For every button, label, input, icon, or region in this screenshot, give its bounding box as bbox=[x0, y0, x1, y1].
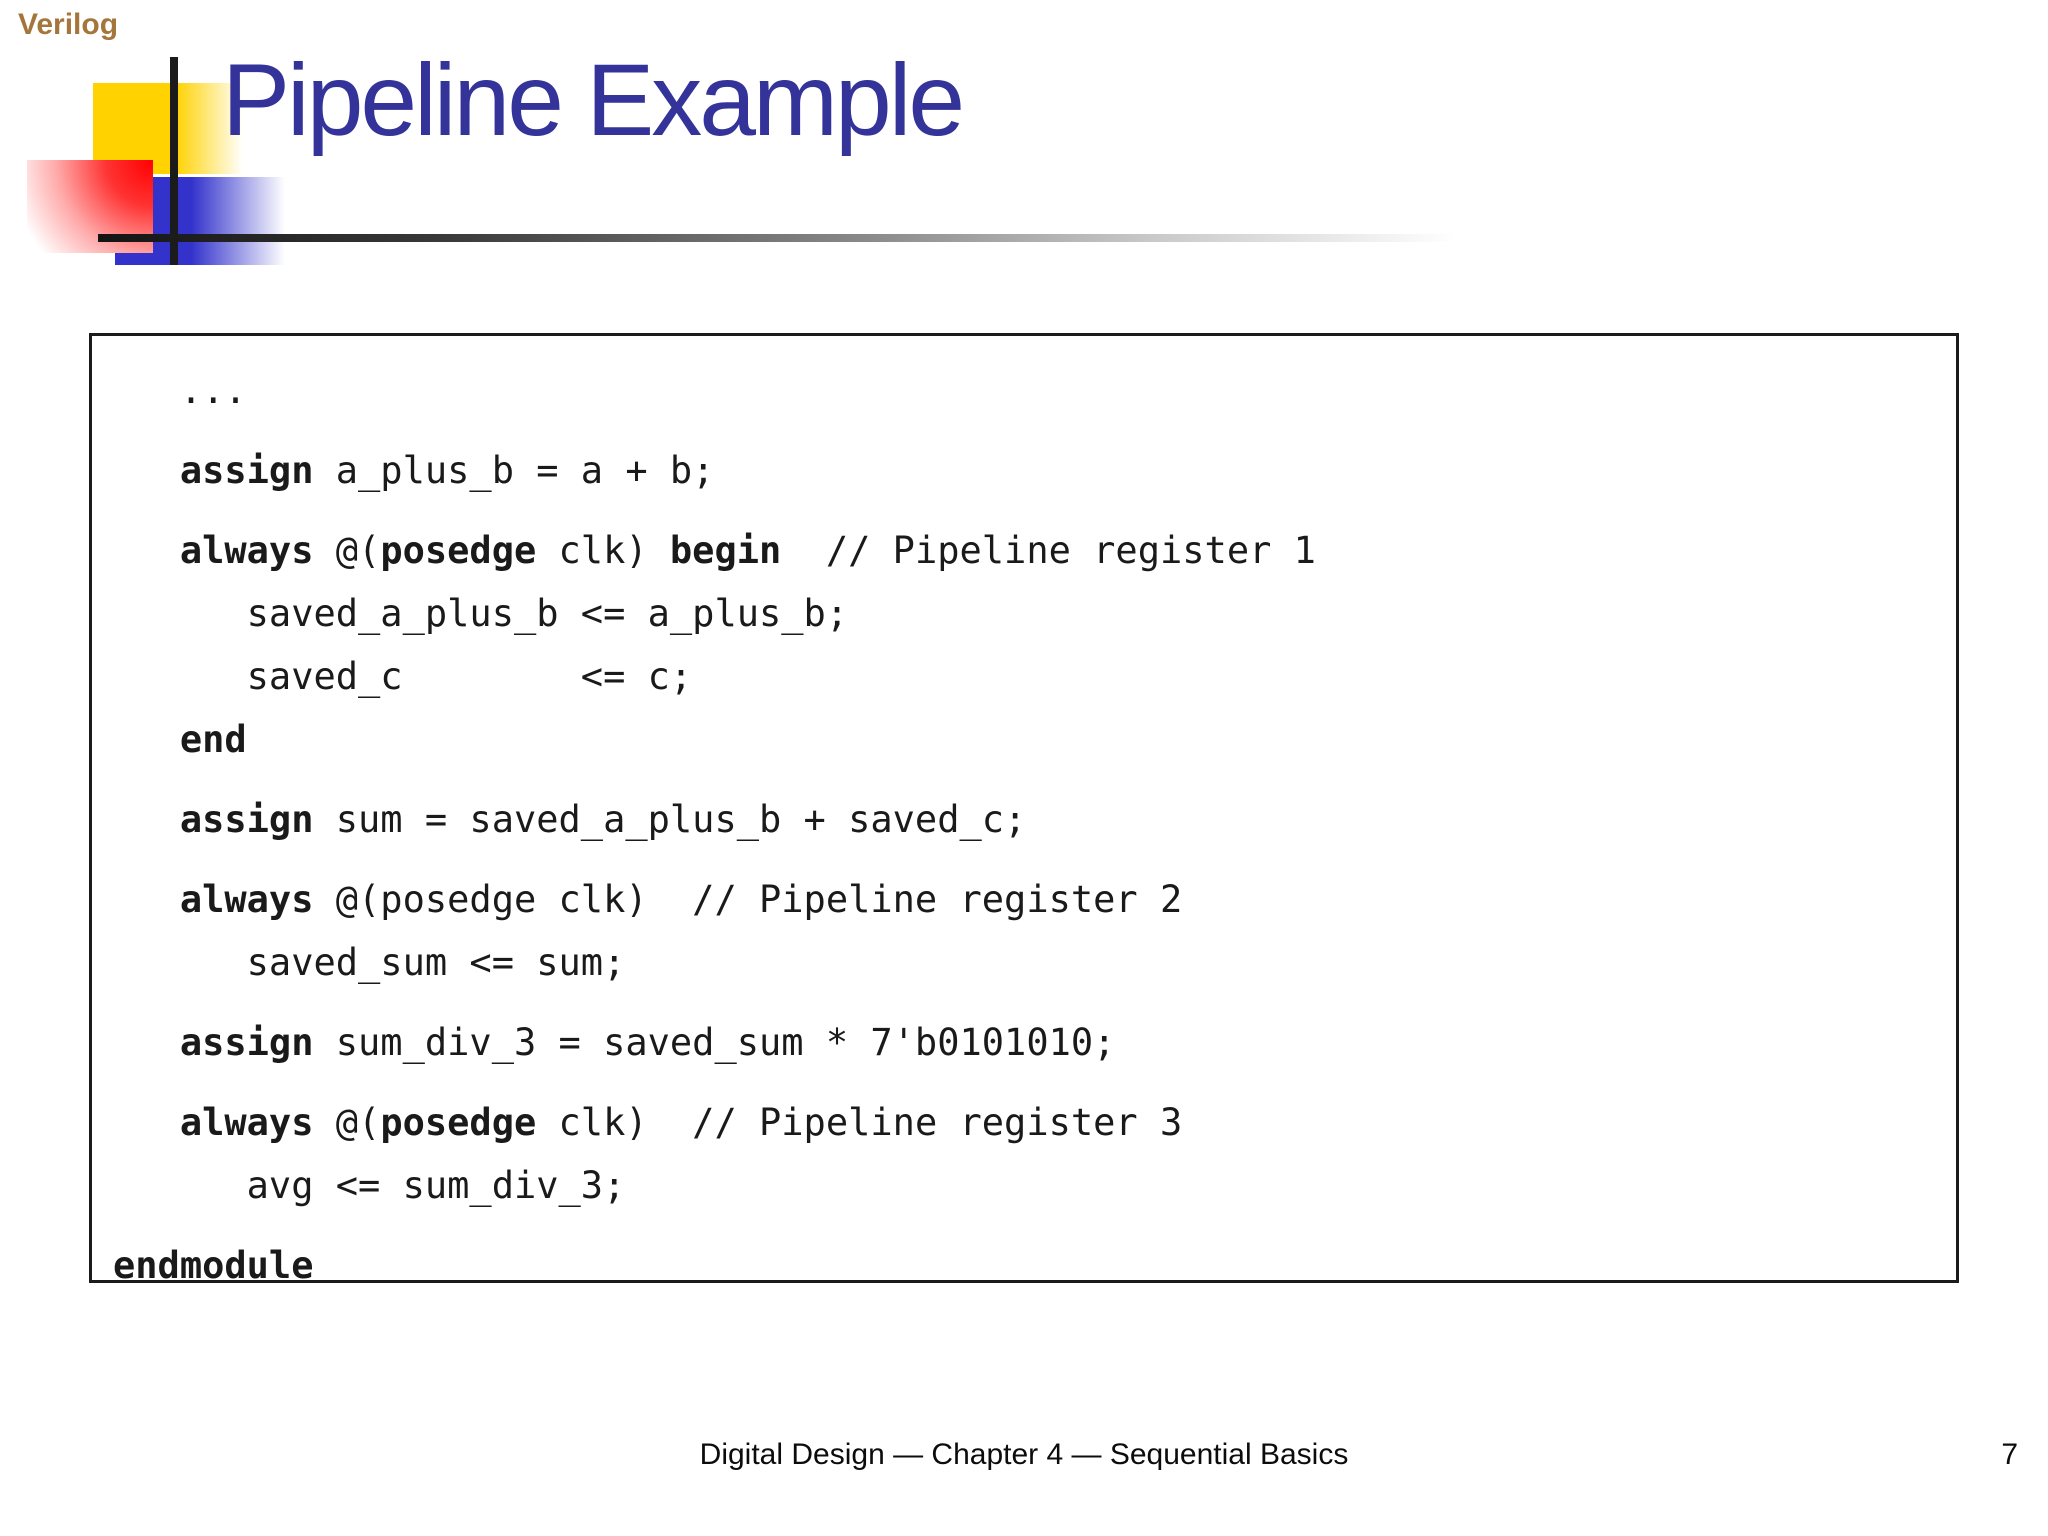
page-title: Pipeline Example bbox=[222, 43, 965, 157]
code-line: assign sum_div_3 = saved_sum * 7'b010101… bbox=[179, 1021, 1116, 1064]
code-line: avg <= sum_div_3; bbox=[113, 1164, 626, 1207]
footer-text: Digital Design — Chapter 4 — Sequential … bbox=[699, 1438, 1349, 1471]
code-line: saved_a_plus_b <= a_plus_b; bbox=[113, 592, 849, 635]
code-line: ... bbox=[113, 369, 247, 412]
code-line: saved_c <= c; bbox=[113, 655, 693, 698]
corner-label-verilog: Verilog bbox=[18, 8, 119, 41]
code-line: assign a_plus_b = a + b; bbox=[179, 449, 715, 492]
code-line: end bbox=[179, 718, 247, 761]
code-line: endmodule bbox=[113, 1244, 314, 1287]
title-underline-rule bbox=[98, 234, 1498, 242]
code-line: saved_sum <= sum; bbox=[113, 941, 626, 984]
verilog-code-block: ... assign a_plus_b = a + b; always @(po… bbox=[89, 333, 1959, 1287]
logo-yellow-square bbox=[93, 83, 243, 174]
code-line: always @(posedge clk) // Pipeline regist… bbox=[179, 878, 1183, 921]
code-lines-container: ... assign a_plus_b = a + b; always @(po… bbox=[113, 359, 1946, 1297]
code-line: always @(posedge clk) // Pipeline regist… bbox=[179, 1101, 1183, 1144]
code-line: always @(posedge clk) begin // Pipeline … bbox=[179, 529, 1316, 572]
page-number: 7 bbox=[2001, 1438, 2018, 1471]
logo-vertical-line bbox=[170, 57, 178, 265]
code-line: assign sum = saved_a_plus_b + saved_c; bbox=[179, 798, 1027, 841]
